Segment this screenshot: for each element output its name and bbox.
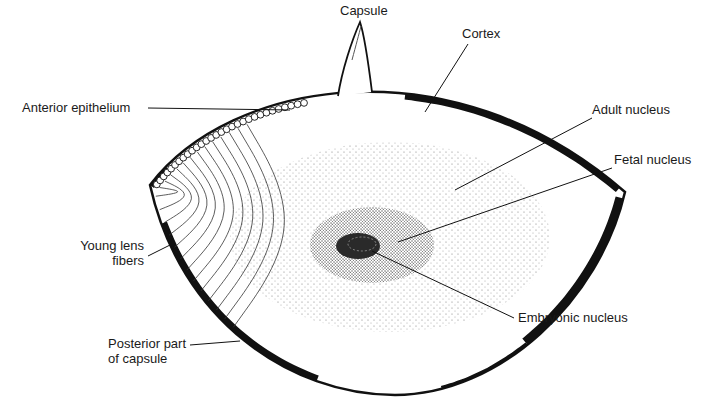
lens-outline [150,92,625,395]
part-label: Cortex [462,26,500,41]
lens-fiber [180,157,215,259]
lens-fiber [175,163,207,247]
capsule-flap-shading [352,26,361,60]
capsule-thickening [441,344,526,388]
lens-fiber [233,124,284,327]
lens-fiber [164,175,191,223]
leader-line [148,244,172,256]
leader-line [148,108,290,110]
adult-nucleus-region [230,142,550,332]
lens-fiber [187,152,224,270]
capsule-flap [338,22,372,96]
lens-fiber [169,169,199,235]
epithelium-cell [301,99,308,106]
lens-fiber [160,181,185,210]
capsule-thickening [164,223,318,379]
leader-line [190,341,240,345]
leader-line [455,118,592,190]
lens-fiber [194,147,234,281]
embryonic-nucleus-region [336,233,380,259]
leader-line [425,44,468,112]
part-label: Capsule [340,3,388,18]
embryonic-texture [348,237,376,251]
lens-fiber [225,128,274,319]
capsule-thickening [405,97,618,190]
part-label: Anterior epithelium [22,100,130,115]
lens-detail [152,97,620,388]
part-label: Posterior part of capsule [108,336,194,366]
leader-line [398,168,612,242]
part-label: Adult nucleus [592,102,670,117]
lens-fiber [156,187,178,196]
part-label: Fetal nucleus [614,152,691,167]
part-label: Young lens fibers [80,238,144,268]
epithelium-cell [288,102,295,109]
leader-line [372,251,514,318]
epithelium-cell [294,101,301,108]
leader-lines [148,44,612,345]
epithelium-cell [275,106,282,113]
lens-fiber [201,142,243,291]
part-label: Embryonic nucleus [518,310,628,325]
